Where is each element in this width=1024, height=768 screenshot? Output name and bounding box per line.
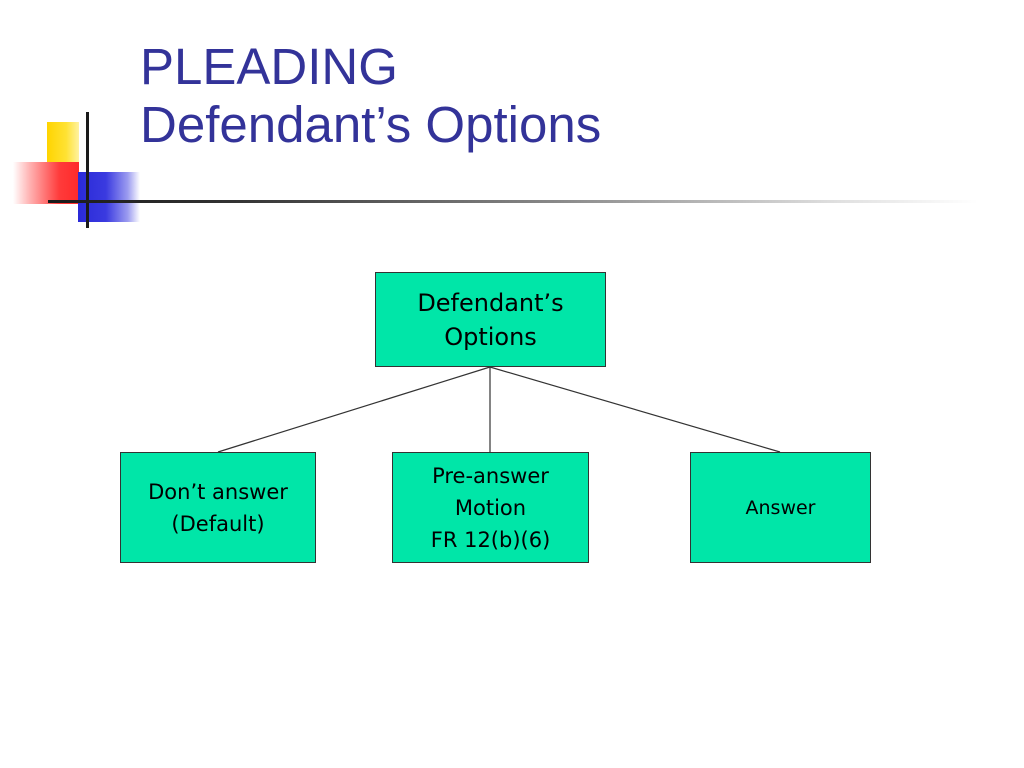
node-pre-answer-motion-label: Pre-answer Motion FR 12(b)(6) <box>430 463 551 552</box>
node-answer-label: Answer <box>745 496 816 519</box>
slide-title-line-2: Defendant’s Options <box>140 96 602 153</box>
node-defendants-options-label: Defendant’s Options <box>417 288 564 351</box>
decorative-vertical-rule <box>86 112 89 228</box>
node-dont-answer-default: Don’t answer (Default) <box>120 452 316 563</box>
decorative-horizontal-rule <box>48 200 978 203</box>
slide-title: PLEADING Defendant’s Options <box>140 38 601 154</box>
connector-root-to-answer <box>489 366 781 453</box>
node-dont-answer-default-label: Don’t answer (Default) <box>148 479 288 536</box>
connector-root-to-default <box>217 366 491 453</box>
slide-title-line-1: PLEADING <box>140 38 398 95</box>
decorative-yellow-block <box>47 122 79 164</box>
node-pre-answer-motion: Pre-answer Motion FR 12(b)(6) <box>392 452 589 563</box>
decorative-red-block <box>13 162 79 204</box>
node-defendants-options: Defendant’s Options <box>375 272 606 367</box>
node-answer: Answer <box>690 452 871 563</box>
